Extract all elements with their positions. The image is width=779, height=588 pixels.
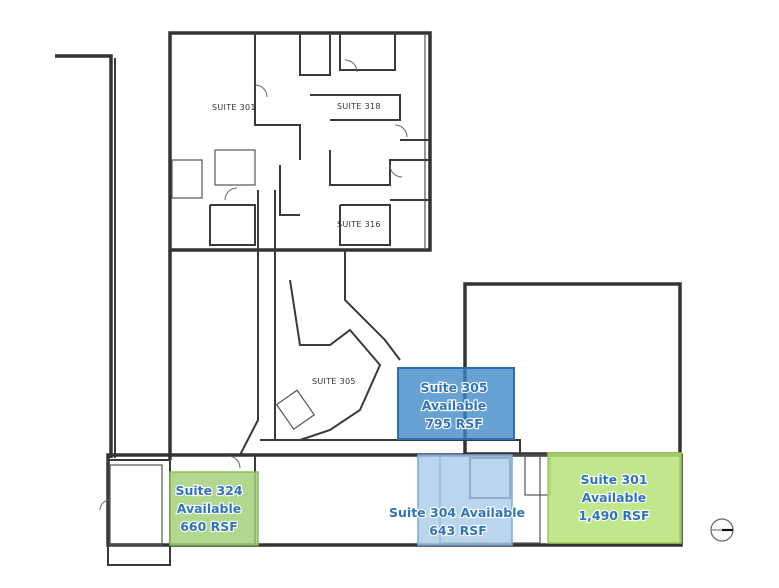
suite-304-highlight[interactable] [417,454,513,546]
suite-324-highlight[interactable] [169,471,259,546]
suite-324-name: Suite 324 [175,483,242,498]
suite-301-highlight[interactable] [547,452,682,544]
suite-304-size: 643 RSF [429,523,487,538]
suite-324-size: 660 RSF [180,519,238,534]
compass-icon [710,518,734,542]
suite-324-status: Available [177,501,242,516]
plan-label-suite-318: SUITE 318 [337,102,381,111]
suite-304-name-status: Suite 304 Available [389,505,525,520]
suite-305-size: 795 RSF [425,416,483,431]
suite-305-name: Suite 305 [420,380,487,395]
suite-301-status: Available [582,490,647,505]
plan-label-suite-305: SUITE 305 [312,377,356,386]
suite-305-status: Available [422,398,487,413]
suite-301-size: 1,490 RSF [578,508,649,523]
plan-label-suite-301: SUITE 301 [212,103,256,112]
suite-301-name: Suite 301 [580,472,647,487]
plan-label-suite-316: SUITE 316 [337,220,381,229]
suite-305-highlight[interactable] [397,367,515,440]
